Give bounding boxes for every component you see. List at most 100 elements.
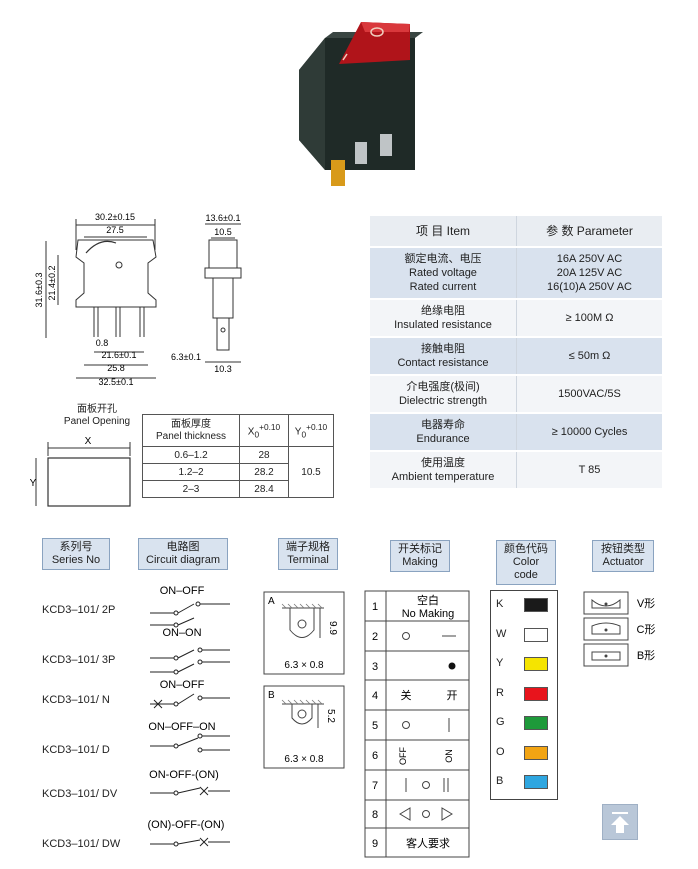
panel-opening-drawing: X Y [30, 436, 131, 507]
making-num: 6 [372, 750, 378, 762]
param-temperature-en: Ambient temperature [391, 471, 495, 483]
header-terminal-zh: 端子规格 [286, 541, 330, 553]
panel-opening-y: Y [30, 478, 37, 489]
header-series-en: Series No [51, 554, 101, 566]
circuit-diagrams: ON–OFF ON–ON ON–OFF ON–OFF–ON ON-OFF-(ON… [148, 585, 230, 847]
header-color-zh: 颜色代码 [504, 543, 548, 555]
thickness-header-en: Panel thickness [155, 430, 227, 442]
making-num: 3 [372, 661, 378, 673]
thickness-header-y: Y [294, 426, 302, 438]
terminal-b-label: B [268, 690, 275, 701]
param-contact-value: ≤ 50m Ω [516, 337, 662, 376]
param-rated-v1: 16A 250V AC [556, 253, 623, 265]
actuator-label: V形 [637, 597, 655, 610]
param-insulation-zh: 绝缘电阻 [421, 305, 465, 317]
param-rated-v3: 16(10)A 250V AC [546, 281, 632, 293]
header-color-en: Color code [512, 556, 540, 581]
color-swatch [524, 686, 548, 701]
series-item: KCD3–101/ D [42, 744, 110, 756]
terminal-b-dim: 5.2 [325, 709, 336, 723]
thickness-y-lower: 0 [301, 429, 307, 440]
thickness-x-lower: 0 [254, 429, 260, 440]
header-circuit-en: Circuit diagram [146, 554, 220, 566]
thickness-x-upper: +0.10 [259, 421, 281, 432]
making-num: 8 [372, 809, 378, 821]
param-contact-zh: 接触电阻 [421, 343, 465, 355]
thickness-range: 0.6–1.2 [142, 446, 240, 464]
series-item: KCD3–101/ 3P [42, 654, 116, 666]
param-rated-en2: Rated current [409, 281, 477, 293]
color-swatch [524, 775, 548, 789]
series-item: KCD3–101/ 2P [42, 604, 116, 616]
terminal-b-size: 6.3 × 0.8 [284, 754, 324, 765]
terminal-a-label: A [268, 596, 275, 607]
thickness-header-x: X [247, 426, 255, 438]
making-num: 7 [372, 780, 378, 792]
dim-side-inner: 10.5 [214, 227, 232, 237]
color-code-label: B [496, 775, 504, 787]
making-blank-en: No Making [402, 608, 455, 620]
circuit-label: ON–OFF [160, 679, 205, 691]
thickness-x-value: 28.2 [239, 463, 289, 481]
dim-side-base: 10.3 [214, 364, 232, 374]
param-endurance-zh: 电器寿命 [421, 419, 465, 431]
param-rated-zh: 额定电流、电压 [404, 253, 482, 265]
header-actuator-en: Actuator [602, 556, 644, 568]
dim-side-height: 6.3±0.1 [171, 352, 201, 362]
actuator-label: C形 [637, 623, 656, 636]
arrow-up-icon [611, 812, 629, 833]
dim-side-width: 13.6±0.1 [206, 213, 241, 223]
making-num: 5 [372, 720, 378, 732]
dim-pin-spacing: 21.6±0.1 [102, 350, 137, 360]
making-num: 2 [372, 631, 378, 643]
color-swatch [524, 627, 548, 642]
making-blank-zh: 空白 [417, 593, 439, 607]
scroll-to-top-button[interactable] [602, 804, 638, 840]
making-num: 4 [372, 690, 378, 702]
param-temperature-zh: 使用温度 [421, 457, 465, 469]
color-swatch [524, 598, 548, 612]
terminal-a-dim: 9.9 [327, 621, 338, 635]
param-header-item: 项 目 Item [370, 216, 517, 248]
header-actuator-zh: 按钮类型 [601, 543, 645, 555]
series-item: KCD3–101/ DW [42, 838, 121, 850]
header-making-en: Making [402, 556, 438, 568]
header-series-zh: 系列号 [59, 541, 93, 553]
param-contact-en: Contact resistance [397, 357, 489, 369]
circuit-label: ON–OFF [160, 585, 205, 597]
circuit-label: ON–ON [162, 627, 201, 639]
circuit-label: ON-OFF-(ON) [149, 769, 219, 781]
param-dielectric-zh: 介电强度(极间) [406, 381, 480, 393]
header-making-zh: 开关标记 [398, 543, 442, 555]
color-code-label: K [496, 598, 504, 610]
color-code-label: G [496, 716, 505, 728]
dim-pin-thickness: 0.8 [96, 338, 109, 348]
color-swatch [524, 745, 548, 760]
side-dimension-drawing: 13.6±0.1 10.5 6.3±0.1 10.3 [171, 213, 242, 374]
color-swatch [524, 716, 548, 730]
panel-opening-en: Panel Opening [63, 416, 131, 427]
thickness-y-value: 10.5 [288, 446, 334, 498]
series-item: KCD3–101/ N [42, 694, 110, 706]
param-rated-en1: Rated voltage [409, 267, 477, 279]
param-endurance-value: ≥ 10000 Cycles [516, 413, 662, 452]
param-insulation-en: Insulated resistance [394, 319, 492, 331]
color-code-label: Y [496, 657, 504, 669]
thickness-x-value: 28.4 [239, 480, 289, 498]
dim-inner-width: 27.5 [106, 225, 124, 235]
terminal-a-size: 6.3 × 0.8 [284, 660, 324, 671]
panel-opening-title: 面板开孔 Panel Opening [52, 404, 142, 428]
series-item: KCD3–101/ DV [42, 788, 118, 800]
making-num: 9 [372, 838, 378, 850]
color-swatch [524, 657, 548, 671]
param-temperature-value: T 85 [516, 451, 662, 490]
making-on-zh: 开 [447, 690, 458, 702]
thickness-header-zh: 面板厚度 [171, 418, 211, 430]
thickness-range: 2–3 [142, 480, 240, 498]
